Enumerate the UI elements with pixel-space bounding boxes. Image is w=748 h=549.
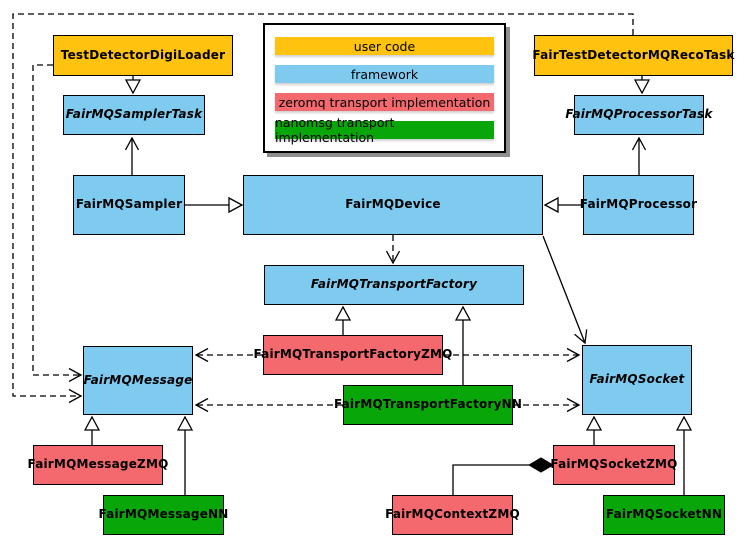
node-fairmqsamplertask: FairMQSamplerTask — [63, 95, 205, 135]
node-fairmqsampler: FairMQSampler — [73, 175, 185, 235]
node-fairmqmessage: FairMQMessage — [83, 346, 193, 415]
node-fairmqmessagenn: FairMQMessageNN — [98, 495, 228, 535]
edge-contextzmq-socketzmq — [452, 464, 529, 495]
legend-item-zeromq: zeromq transport implementation — [275, 93, 494, 111]
node-fairmqcontextzmq: FairMQContextZMQ — [385, 495, 520, 535]
edge-digiloader-message — [32, 64, 83, 383]
node-fairmqtransportfactoryzmq: FairMQTransportFactoryZMQ — [253, 335, 452, 375]
edge-device-socket — [542, 235, 588, 345]
node-fairmqdevice: FairMQDevice — [243, 175, 543, 235]
node-fairmqmessagezmq: FairMQMessageZMQ — [28, 445, 168, 485]
node-fairmqtransportfactorynn: FairMQTransportFactoryNN — [334, 385, 522, 425]
node-fairmqsocketnn: FairMQSocketNN — [603, 495, 725, 535]
node-fairmqsocket: FairMQSocket — [582, 345, 692, 415]
node-fairmqsocketzmq: FairMQSocketZMQ — [550, 445, 677, 485]
node-fairmqtransportfactory: FairMQTransportFactory — [264, 265, 524, 305]
legend-item-user-code: user code — [275, 37, 494, 55]
node-testdetectordigiloader: TestDetectorDigiLoader — [53, 35, 233, 76]
node-fairmqprocessortask: FairMQProcessorTask — [565, 95, 712, 135]
node-fairmqprocessor: FairMQProcessor — [580, 175, 697, 235]
legend: user code framework zeromq transport imp… — [263, 23, 506, 153]
composition-diamond — [528, 457, 554, 473]
legend-item-framework: framework — [275, 65, 494, 83]
edge-recotask-message — [12, 13, 634, 404]
node-fairtestdetectormqrecotask: FairTestDetectorMQRecoTask — [532, 35, 734, 76]
legend-item-nanomsg: nanomsg transport implementation — [275, 115, 494, 145]
